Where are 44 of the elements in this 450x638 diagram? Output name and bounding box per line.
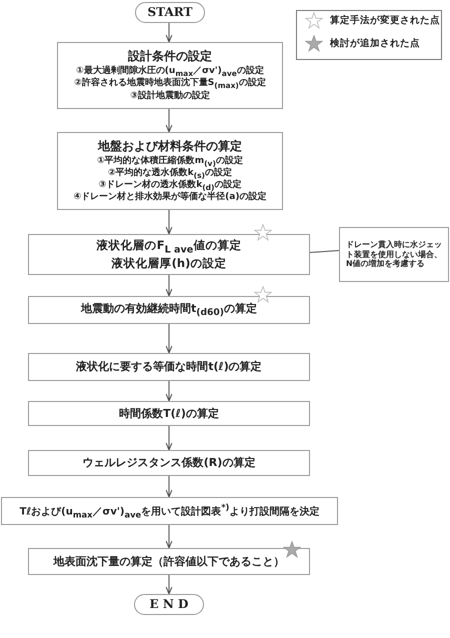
box-heading: 地盤および材料条件の算定 xyxy=(98,138,242,154)
arrow xyxy=(166,324,172,354)
step-text: ①最大過剰間隙水圧の(u$_{max}$／σv')$_{ave}$の設定 xyxy=(76,66,264,78)
terminal-label: START xyxy=(148,5,192,20)
step-text: 液状化層厚(h)の設定 xyxy=(112,256,226,271)
step-text: ③ドレーン材の透水係数k$_{(d)}$の設定 xyxy=(98,180,242,192)
arrow xyxy=(166,426,172,451)
step-text: ②許容される地震時地表面沈下量S$_{(max)}$の設定 xyxy=(74,78,266,90)
step-text: ④ドレーン材と排水効果が等価な半径(a)の設定 xyxy=(74,192,266,204)
step-text: 液状化に要する等価な時間t(ℓ)の算定 xyxy=(76,360,262,374)
arrow xyxy=(166,476,172,498)
terminal-box xyxy=(134,594,204,615)
arrow xyxy=(166,574,172,595)
arrow xyxy=(166,210,172,235)
step-text: 地震動の有効継続時間t$_{(d60)}$の算定 xyxy=(81,302,257,318)
arrow xyxy=(166,524,172,549)
arrow xyxy=(166,380,172,402)
step-text: 液状化層のF$_{L ave}$値の算定 xyxy=(96,238,242,256)
box-heading: 設計条件の設定 xyxy=(128,49,212,64)
process-box xyxy=(28,353,310,381)
step-text: Tℓおよび(u$_{max}$／σv')$_{ave}$を用いて設計図表$^{*)}$より打設間隔を決定 xyxy=(20,502,320,520)
terminal-label: E N D xyxy=(150,597,188,612)
leader-line xyxy=(310,250,340,253)
process-box xyxy=(57,132,283,210)
legend-text: 算定手法が変更された点 xyxy=(330,14,440,27)
step-text: ①平均的な体積圧縮係数m$_{(v)}$の設定 xyxy=(97,156,243,168)
arrow xyxy=(166,108,172,133)
arrow xyxy=(166,22,172,43)
process-box xyxy=(28,296,310,324)
process-box xyxy=(57,42,283,109)
process-box xyxy=(28,401,310,426)
step-text: ③設計地震動の設定 xyxy=(130,90,210,102)
process-box xyxy=(28,548,310,575)
step-text: 地表面沈下量の算定（許容値以下であること） xyxy=(54,554,284,568)
step-text: 時間係数T(ℓ)の算定 xyxy=(119,406,219,420)
step-text: ウェルレジスタンス係数(R)の算定 xyxy=(82,456,256,470)
note-box xyxy=(339,227,449,282)
process-box xyxy=(28,450,310,476)
legend-text: 検討が追加された点 xyxy=(330,37,420,50)
process-box xyxy=(1,497,338,525)
step-text: ②平均的な透水係数k$_{(s)}$の設定 xyxy=(108,168,232,180)
process-box xyxy=(28,234,310,275)
arrow xyxy=(166,274,172,297)
terminal-box xyxy=(135,2,205,23)
